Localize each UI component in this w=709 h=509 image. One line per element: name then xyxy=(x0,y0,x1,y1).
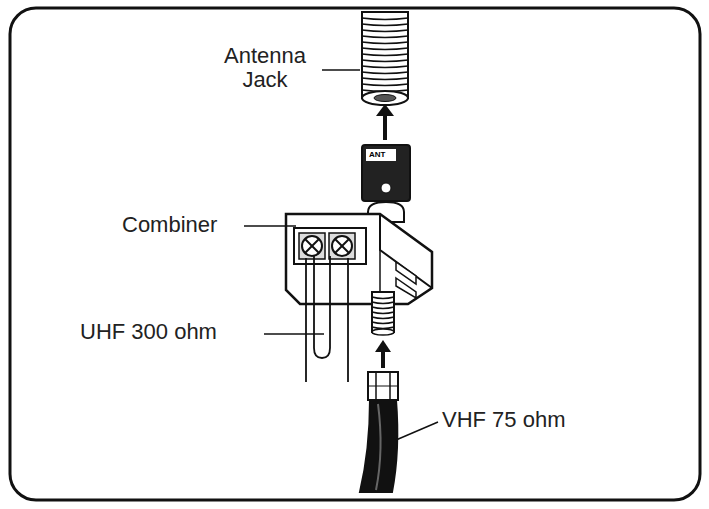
part-label: Combiner xyxy=(122,213,217,237)
part-label: Antenna Jack xyxy=(212,44,318,92)
arrow-head xyxy=(375,340,391,352)
combiner-body xyxy=(286,202,432,304)
thread xyxy=(362,18,408,20)
thread xyxy=(362,72,408,74)
thread xyxy=(372,322,394,324)
thread xyxy=(372,317,394,319)
uhf-twin-lead xyxy=(306,256,348,382)
frame xyxy=(10,8,700,500)
thread xyxy=(362,30,408,32)
thread xyxy=(372,312,394,314)
thread xyxy=(362,42,408,44)
thread xyxy=(372,297,394,299)
part-label: UHF 300 ohm xyxy=(80,320,217,344)
antenna-jack xyxy=(362,12,408,105)
leader-lines xyxy=(244,70,438,440)
part-label: VHF 75 ohm xyxy=(442,408,566,432)
thread xyxy=(362,60,408,62)
thread xyxy=(362,78,408,80)
thread xyxy=(362,66,408,68)
arrow xyxy=(383,114,387,140)
thread xyxy=(372,307,394,309)
thread xyxy=(362,84,408,86)
thread xyxy=(362,48,408,50)
arrow xyxy=(381,350,385,368)
thread xyxy=(372,302,394,304)
vhf-coax-cable xyxy=(360,372,398,492)
thread xyxy=(362,36,408,38)
ant-plug xyxy=(362,145,410,201)
plug-marking: ANT xyxy=(367,150,387,159)
arrow-head xyxy=(376,104,394,116)
thread xyxy=(362,54,408,56)
thread xyxy=(362,24,408,26)
vhf-input-jack xyxy=(372,292,394,335)
